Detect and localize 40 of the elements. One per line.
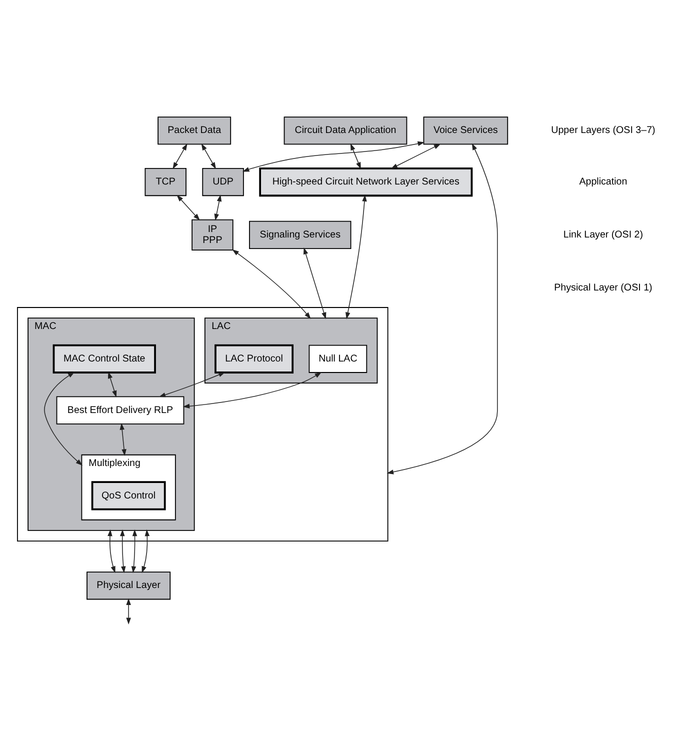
- arrow: [108, 528, 116, 573]
- node-box: MAC Control State: [52, 344, 156, 373]
- arrow: [214, 194, 222, 220]
- node-box: High-speed Circuit Network Layer Services: [259, 166, 473, 196]
- arrow: [304, 246, 326, 319]
- arrow: [386, 142, 498, 474]
- node-box: Physical Layer: [86, 571, 171, 600]
- arrow: [176, 194, 200, 220]
- arrow: [182, 372, 322, 408]
- node-box: UDP: [202, 167, 244, 196]
- arrow: [120, 528, 126, 573]
- label: Application: [579, 176, 628, 188]
- node-box: TCP: [144, 167, 186, 196]
- node-box: QoS Control: [91, 480, 166, 510]
- node-box: Circuit Data Application: [284, 116, 408, 144]
- arrow: [126, 598, 131, 624]
- arrow: [158, 372, 226, 397]
- cluster: [17, 306, 388, 541]
- label: Upper Layers (OSI 3–7): [551, 124, 656, 136]
- node-box: Best Effort Delivery RLP: [56, 396, 184, 424]
- arrow: [201, 143, 216, 169]
- arrow: [350, 142, 361, 169]
- arrow: [172, 143, 188, 169]
- node-box: Packet Data: [158, 116, 232, 144]
- arrow: [232, 248, 311, 318]
- arrow: [390, 143, 441, 168]
- label: Link Layer (OSI 2): [563, 229, 644, 240]
- node-box: IP PPP: [192, 218, 234, 250]
- arrow: [131, 528, 138, 573]
- node-box: LAC Protocol: [214, 344, 294, 373]
- arrow: [120, 422, 126, 456]
- arrow: [108, 371, 117, 397]
- label: Physical Layer (OSI 1): [554, 282, 652, 293]
- arrow: [142, 528, 150, 573]
- node-box: Voice Services: [423, 116, 508, 144]
- arrow: [242, 140, 425, 172]
- arrow: [346, 194, 367, 319]
- node-box: Signaling Services: [249, 220, 352, 248]
- node-box: Null LAC: [308, 344, 368, 372]
- arrow: [44, 371, 83, 466]
